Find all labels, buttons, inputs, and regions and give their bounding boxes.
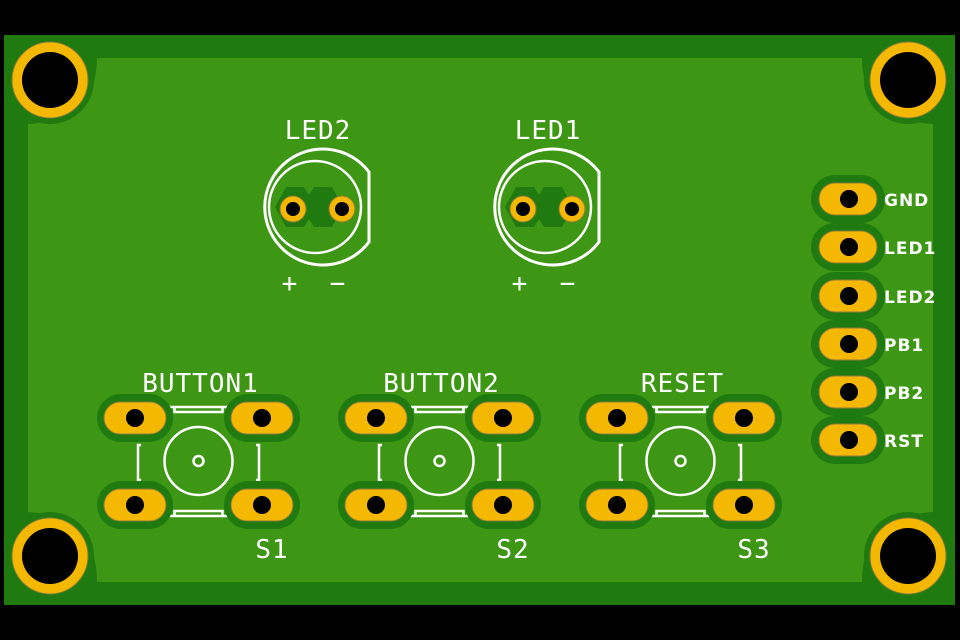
- led-pad: [558, 195, 586, 223]
- mounting-hole: [6, 512, 94, 600]
- copper-pour: [28, 58, 933, 582]
- mounting-hole: [864, 36, 952, 124]
- header-pin-label: RST: [884, 432, 924, 452]
- header-pad: [818, 279, 878, 313]
- button-reference: S3: [737, 535, 770, 565]
- button-pad: [338, 394, 414, 442]
- led-plus-marker: +: [512, 269, 529, 299]
- button-pad: [465, 394, 541, 442]
- header-pin-label: LED2: [884, 288, 936, 308]
- button-pad: [224, 394, 300, 442]
- led-pad: [328, 195, 356, 223]
- header-pad: [818, 182, 878, 216]
- button-pad: [97, 394, 173, 442]
- header-pin-label: PB1: [884, 336, 924, 356]
- mounting-hole: [864, 512, 952, 600]
- header-pad: [818, 230, 878, 264]
- led-reference-label: LED2: [285, 116, 352, 146]
- led-reference-label: LED1: [515, 116, 582, 146]
- led-pad: [509, 195, 537, 223]
- led-minus-marker: −: [330, 269, 347, 299]
- button-pad: [224, 481, 300, 529]
- pushbutton-footprint: RESET S3: [579, 369, 782, 565]
- button-pad: [579, 481, 655, 529]
- button-label: RESET: [641, 369, 724, 399]
- led-footprint: LED2 + −: [263, 116, 371, 299]
- button-reference: S1: [255, 535, 288, 565]
- button-label: BUTTON1: [142, 369, 259, 399]
- header-pin-label: LED1: [884, 239, 936, 259]
- header-pad: [818, 375, 878, 409]
- header-pin-label: GND: [884, 191, 929, 211]
- led-pad: [279, 195, 307, 223]
- button-pad: [97, 481, 173, 529]
- header-pad: [818, 327, 878, 361]
- button-pad: [465, 481, 541, 529]
- button-pad: [338, 481, 414, 529]
- led-footprint: LED1 + −: [493, 116, 601, 299]
- button-reference: S2: [496, 535, 529, 565]
- header-pin-label: PB2: [884, 384, 924, 404]
- button-label: BUTTON2: [383, 369, 500, 399]
- led-plus-marker: +: [282, 269, 299, 299]
- button-pad: [706, 481, 782, 529]
- led-minus-marker: −: [560, 269, 577, 299]
- button-pad: [579, 394, 655, 442]
- button-pad: [706, 394, 782, 442]
- mounting-hole: [6, 36, 94, 124]
- header-pad: [818, 423, 878, 457]
